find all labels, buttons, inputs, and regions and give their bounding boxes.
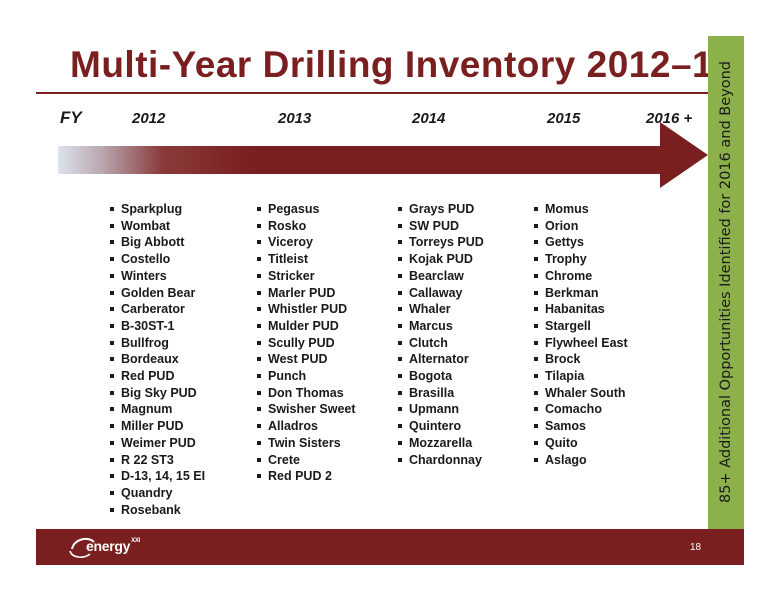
well-list-item: Brock bbox=[534, 351, 628, 368]
well-list-item: Bearclaw bbox=[398, 268, 484, 285]
well-list-item: Stricker bbox=[257, 268, 356, 285]
well-list-item: Scully PUD bbox=[257, 335, 356, 352]
company-logo-text: energyXXI bbox=[86, 538, 140, 554]
well-list-item: Orion bbox=[534, 218, 628, 235]
well-list-item: Viceroy bbox=[257, 234, 356, 251]
well-list-item: Red PUD bbox=[110, 368, 205, 385]
well-list-item: Carberator bbox=[110, 301, 205, 318]
well-list-item: R 22 ST3 bbox=[110, 452, 205, 469]
well-list-item: Rosko bbox=[257, 218, 356, 235]
well-list-item: Alladros bbox=[257, 418, 356, 435]
well-list-item: Weimer PUD bbox=[110, 435, 205, 452]
well-list-item: Samos bbox=[534, 418, 628, 435]
well-list-item: Brasilla bbox=[398, 385, 484, 402]
page-title: Multi-Year Drilling Inventory 2012–15 bbox=[70, 44, 735, 85]
well-list-item: Tilapia bbox=[534, 368, 628, 385]
well-list-item: Quintero bbox=[398, 418, 484, 435]
well-list-item: Winters bbox=[110, 268, 205, 285]
side-banner-text: 85+ Additional Opportunities Identified … bbox=[718, 61, 734, 503]
well-list-item: D-13, 14, 15 EI bbox=[110, 468, 205, 485]
well-list-item: Quandry bbox=[110, 485, 205, 502]
well-list-item: Miller PUD bbox=[110, 418, 205, 435]
well-list-item: Kojak PUD bbox=[398, 251, 484, 268]
well-list-item: Big Sky PUD bbox=[110, 385, 205, 402]
well-list-item: Whaler South bbox=[534, 385, 628, 402]
well-list-item: Pegasus bbox=[257, 201, 356, 218]
well-list-item: Costello bbox=[110, 251, 205, 268]
year-2014: 2014 bbox=[412, 110, 446, 127]
well-list-item: Momus bbox=[534, 201, 628, 218]
year-2012: 2012 bbox=[132, 110, 166, 127]
well-list-item: Alternator bbox=[398, 351, 484, 368]
well-list-item: SW PUD bbox=[398, 218, 484, 235]
well-list-item: Swisher Sweet bbox=[257, 401, 356, 418]
year-2016-plus: 2016 + bbox=[646, 110, 693, 127]
well-list-item: Trophy bbox=[534, 251, 628, 268]
well-list-item: Magnum bbox=[110, 401, 205, 418]
well-list-item: Grays PUD bbox=[398, 201, 484, 218]
well-list-item: Aslago bbox=[534, 452, 628, 469]
well-list-item: Chrome bbox=[534, 268, 628, 285]
well-list-item: Habanitas bbox=[534, 301, 628, 318]
well-list-item: Marcus bbox=[398, 318, 484, 335]
well-list-item: Bullfrog bbox=[110, 335, 205, 352]
well-list-item: B-30ST-1 bbox=[110, 318, 205, 335]
well-list-item: Rosebank bbox=[110, 502, 205, 519]
well-list-item: Upmann bbox=[398, 401, 484, 418]
well-list-item: Callaway bbox=[398, 285, 484, 302]
well-list-item: Clutch bbox=[398, 335, 484, 352]
well-list-item: Bogota bbox=[398, 368, 484, 385]
well-list-item: Chardonnay bbox=[398, 452, 484, 469]
well-list-item: West PUD bbox=[257, 351, 356, 368]
fiscal-year-label: FY bbox=[60, 108, 82, 127]
timeline-arrow-icon bbox=[58, 122, 708, 188]
well-list-item: Don Thomas bbox=[257, 385, 356, 402]
well-list-item: Mulder PUD bbox=[257, 318, 356, 335]
title-divider bbox=[36, 92, 708, 94]
year-2013: 2013 bbox=[278, 110, 312, 127]
page-number: 18 bbox=[690, 542, 702, 553]
well-list-item: Bordeaux bbox=[110, 351, 205, 368]
well-list-item: Twin Sisters bbox=[257, 435, 356, 452]
footer-bar bbox=[36, 529, 744, 565]
well-list-item: Golden Bear bbox=[110, 285, 205, 302]
well-list-item: Whaler bbox=[398, 301, 484, 318]
well-list-item: Big Abbott bbox=[110, 234, 205, 251]
well-list-item: Marler PUD bbox=[257, 285, 356, 302]
well-list-item: Berkman bbox=[534, 285, 628, 302]
well-list-item: Mozzarella bbox=[398, 435, 484, 452]
energy-xxi-logo-icon bbox=[69, 537, 95, 558]
well-list-item: Torreys PUD bbox=[398, 234, 484, 251]
well-list-item: Titleist bbox=[257, 251, 356, 268]
well-list-item: Gettys bbox=[534, 234, 628, 251]
well-list-item: Punch bbox=[257, 368, 356, 385]
well-list-item: Quito bbox=[534, 435, 628, 452]
well-list-item: Comacho bbox=[534, 401, 628, 418]
side-banner bbox=[708, 36, 744, 529]
well-list-item: Crete bbox=[257, 452, 356, 469]
well-list-item: Sparkplug bbox=[110, 201, 205, 218]
year-2015: 2015 bbox=[547, 110, 581, 127]
well-list-item: Stargell bbox=[534, 318, 628, 335]
well-list-item: Whistler PUD bbox=[257, 301, 356, 318]
well-list-item: Red PUD 2 bbox=[257, 468, 356, 485]
well-list-item: Flywheel East bbox=[534, 335, 628, 352]
well-list-item: Wombat bbox=[110, 218, 205, 235]
